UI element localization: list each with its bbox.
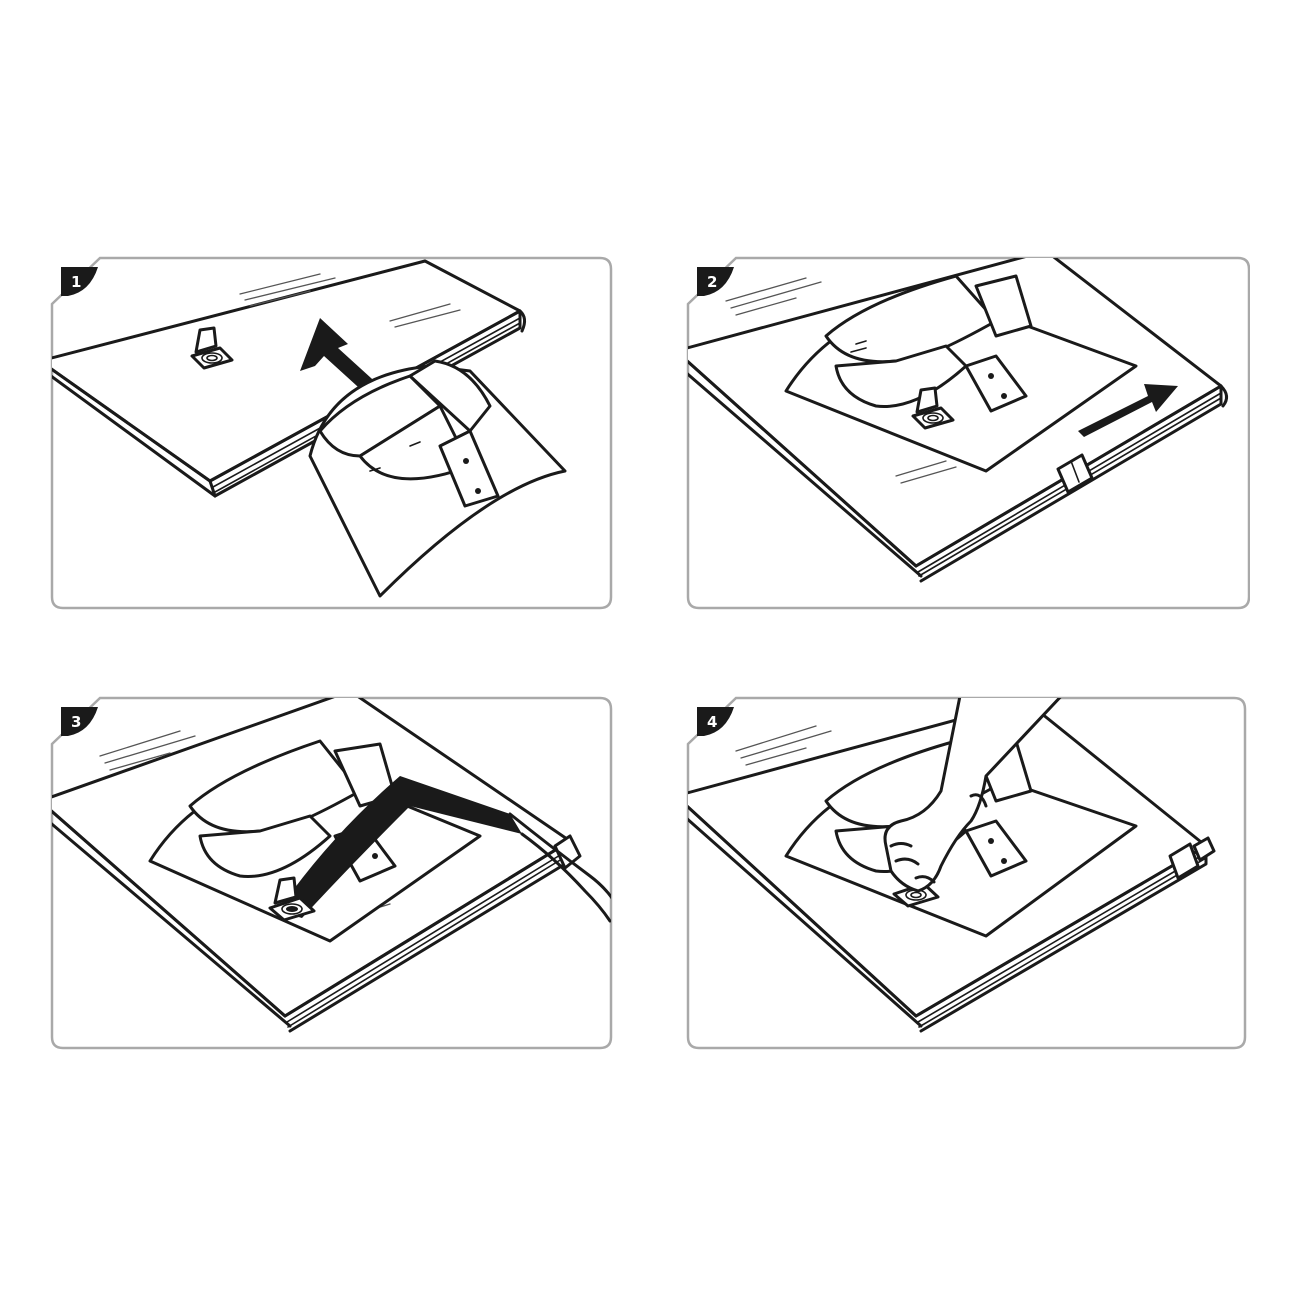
step-number: 4 [707, 713, 717, 731]
step-panel-2: 2 [686, 256, 1250, 612]
step-number: 3 [71, 713, 81, 731]
step-1-illustration: 1 [50, 256, 614, 612]
step-panel-3: 3 [50, 696, 614, 1052]
step-panel-1: 1 [50, 256, 614, 612]
step-number: 2 [707, 273, 717, 291]
step-2-illustration: 2 [686, 256, 1250, 612]
step-number: 1 [71, 273, 81, 291]
step-3-illustration: 3 [50, 696, 614, 1052]
step-4-illustration: 4 [686, 696, 1250, 1052]
step-panel-4: 4 [686, 696, 1250, 1052]
